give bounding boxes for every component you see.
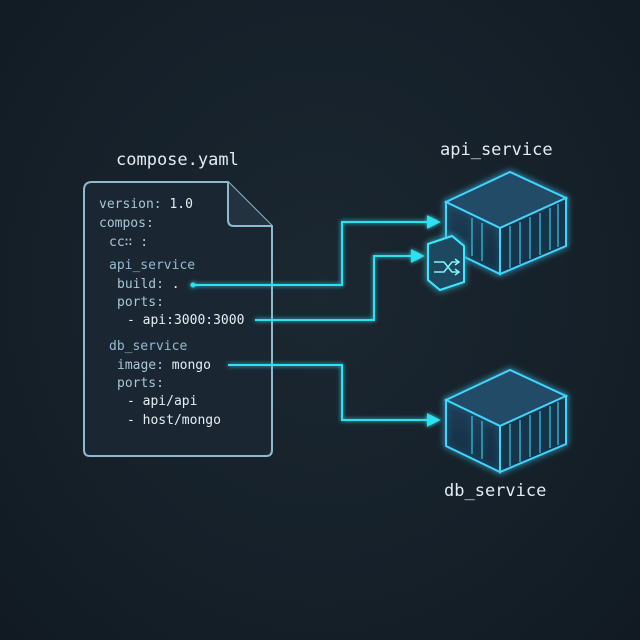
connector-build-to-api: [190, 215, 441, 288]
code-line-image: image: mongo: [117, 357, 211, 375]
build-key: build:: [117, 277, 164, 292]
build-value: .: [163, 277, 180, 292]
db-service-label: db_service: [444, 481, 547, 501]
version-value: 1.0: [161, 197, 193, 212]
code-line-ports-api: ports:: [117, 295, 164, 310]
code-line-version: version: 1.0: [99, 196, 193, 214]
connector-ports-to-network: [255, 249, 425, 321]
file-name-label: compose.yaml: [116, 150, 239, 170]
container-icon: [443, 368, 569, 474]
connector-image-to-db: [228, 364, 441, 427]
container-icon: [443, 170, 569, 276]
code-line-db-section: db_service: [109, 339, 188, 354]
code-line-compose: compos:: [99, 216, 154, 231]
code-line-api-section: api_service: [109, 258, 196, 273]
code-line-ports-db: ports:: [117, 376, 164, 391]
api-service-label: api_service: [440, 140, 553, 160]
compose-file-document: [83, 181, 273, 457]
image-value: mongo: [163, 358, 211, 373]
version-key: version:: [99, 197, 162, 212]
code-line-api-port: - api:3000:3000: [127, 313, 245, 328]
shuffle-arrows-icon: [427, 234, 465, 292]
code-line-build: build: .: [117, 276, 180, 294]
code-line-cc: cc∷ :: [109, 235, 149, 250]
code-line-port-a: - api/api: [127, 394, 198, 409]
code-line-port-b: - host/mongo: [127, 413, 221, 428]
image-key: image:: [117, 358, 164, 373]
